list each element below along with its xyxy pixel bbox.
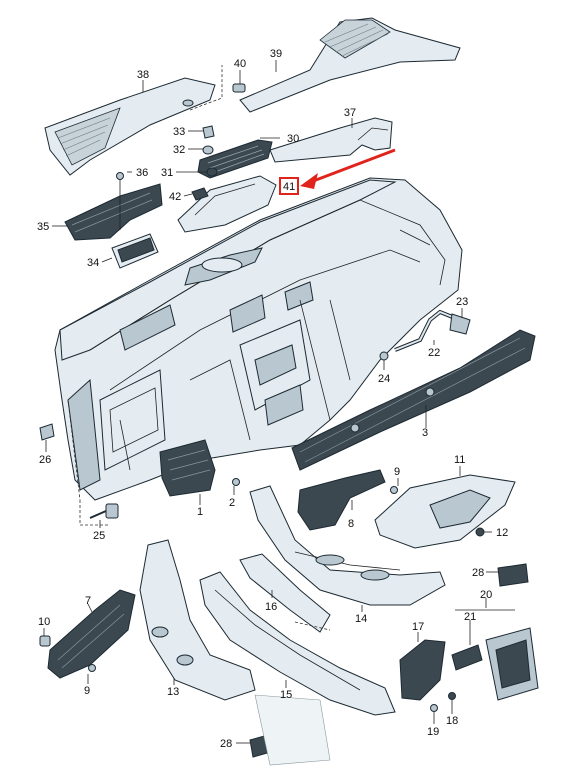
callout-22[interactable]: 22 (428, 347, 440, 359)
callout-12[interactable]: 12 (496, 527, 508, 539)
part-8-bracket[interactable] (297, 469, 386, 531)
callout-30[interactable]: 30 (287, 133, 299, 145)
part-34-vent-bezel[interactable] (111, 233, 159, 269)
part-35-vent-housing[interactable] (64, 183, 163, 241)
part-19-screw[interactable] (430, 704, 438, 712)
callout-37[interactable]: 37 (344, 107, 356, 119)
part-12-clip[interactable] (475, 527, 485, 537)
part-14-air-duct[interactable] (249, 485, 446, 606)
part-2-screw[interactable] (232, 478, 240, 486)
part-37-trim-strip[interactable] (269, 117, 393, 163)
part-41-cover-panel[interactable] (177, 175, 277, 233)
part-36-screw[interactable] (116, 172, 124, 180)
callout-9-lower[interactable]: 9 (84, 685, 90, 697)
dashboard-body (54, 177, 463, 501)
part-23-connector[interactable] (449, 313, 471, 335)
part-21-vent[interactable] (451, 644, 483, 671)
callout-35[interactable]: 35 (37, 221, 49, 233)
part-25-sensor[interactable] (89, 503, 119, 519)
callout-21[interactable]: 21 (464, 611, 476, 623)
part-28-vent-upper[interactable] (497, 563, 529, 587)
callout-17[interactable]: 17 (412, 621, 424, 633)
part-3-crossmember[interactable] (291, 329, 536, 471)
callout-34[interactable]: 34 (87, 257, 99, 269)
callout-labels: 38 39 40 37 30 33 32 31 36 42 41 35 34 2… (37, 48, 508, 750)
callout-28-upper[interactable]: 28 (472, 567, 484, 579)
callout-26[interactable]: 26 (39, 454, 51, 466)
callout-16[interactable]: 16 (265, 601, 277, 613)
part-26-clip[interactable] (39, 423, 55, 441)
part-33-clip[interactable] (202, 125, 215, 139)
part-13-duct[interactable] (139, 539, 256, 701)
leader-15 (294, 621, 331, 631)
callout-13[interactable]: 13 (167, 686, 179, 698)
callout-7[interactable]: 7 (85, 595, 91, 607)
callout-8[interactable]: 8 (348, 518, 354, 530)
callout-33[interactable]: 33 (173, 126, 185, 138)
part-16-duct[interactable] (239, 553, 331, 633)
callout-36[interactable]: 36 (136, 167, 148, 179)
part-24-grommet[interactable] (379, 351, 389, 361)
part-9-screw-upper[interactable] (390, 486, 398, 494)
part-1-center-vent[interactable] (159, 439, 216, 497)
part-40-clip[interactable] (232, 83, 246, 93)
part-11-housing[interactable] (374, 474, 516, 549)
part-17-bracket[interactable] (399, 639, 446, 701)
part-7-left-vent[interactable] (47, 589, 136, 679)
callout-38[interactable]: 38 (137, 69, 149, 81)
part-20-vent-frame[interactable] (485, 627, 539, 701)
callout-10[interactable]: 10 (38, 616, 50, 628)
callout-14[interactable]: 14 (355, 613, 367, 625)
part-38-cover[interactable] (44, 77, 216, 176)
part-10-clip[interactable] (39, 635, 51, 647)
callout-15[interactable]: 15 (280, 689, 292, 701)
part-32-nut[interactable] (202, 145, 214, 155)
callout-31[interactable]: 31 (161, 167, 173, 179)
highlight-arrow (300, 148, 396, 189)
callout-32[interactable]: 32 (173, 144, 185, 156)
callout-24[interactable]: 24 (378, 373, 390, 385)
callout-39[interactable]: 39 (270, 48, 282, 60)
highlight-box-41 (279, 177, 299, 195)
leader-26 (67, 399, 81, 501)
callout-42[interactable]: 42 (169, 191, 181, 203)
part-42-clip[interactable] (191, 187, 209, 201)
callout-9-upper[interactable]: 9 (394, 466, 400, 478)
part-39-cover[interactable] (239, 17, 461, 113)
callout-19[interactable]: 19 (427, 726, 439, 738)
callout-11[interactable]: 11 (454, 454, 465, 466)
callout-2[interactable]: 2 (229, 497, 235, 509)
callout-1[interactable]: 1 (197, 506, 203, 518)
callout-23[interactable]: 23 (456, 296, 468, 308)
callout-18[interactable]: 18 (446, 715, 458, 727)
callout-28-lower[interactable]: 28 (220, 738, 232, 750)
leader-lines (43, 60, 498, 744)
callout-41[interactable]: 41 (283, 181, 295, 193)
callout-40[interactable]: 40 (234, 58, 246, 70)
lower-panel (254, 694, 331, 766)
part-9-screw-lower[interactable] (88, 664, 96, 672)
leader-38 (189, 65, 223, 111)
callout-20[interactable]: 20 (480, 589, 492, 601)
part-18-screw[interactable] (448, 692, 456, 700)
callout-3[interactable]: 3 (422, 427, 428, 439)
callout-25[interactable]: 25 (93, 530, 105, 542)
part-31-screw[interactable] (206, 167, 218, 177)
part-15-long-duct[interactable] (199, 571, 396, 716)
